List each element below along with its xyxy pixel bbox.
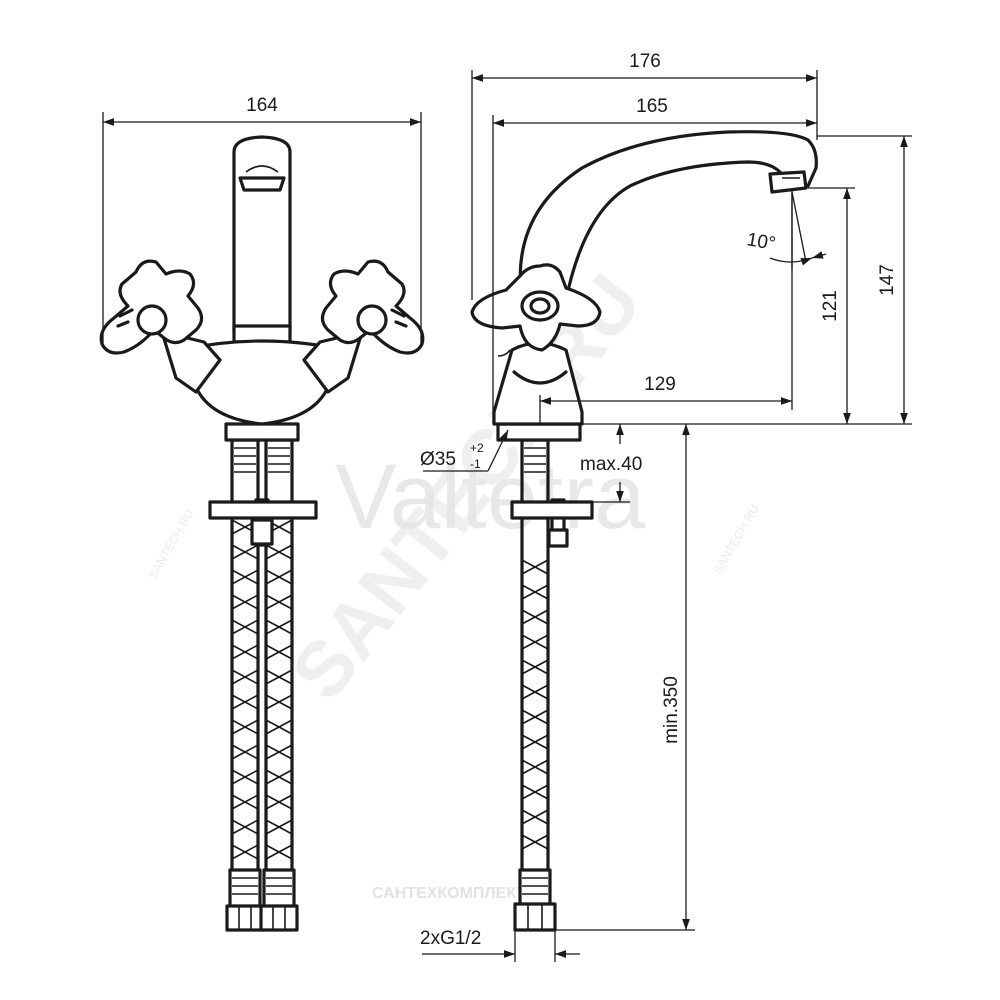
dim-label-165: 165 [636, 96, 668, 117]
dim-hose-length: min.350 [555, 424, 695, 931]
left-edge-watermark: SANTECH.RU [145, 507, 196, 582]
dim-label-164: 164 [246, 95, 278, 116]
side-handle [470, 263, 602, 352]
dim-hole-diameter: Ø35 +2 -1 [420, 429, 509, 472]
right-edge-watermark: SANTECH.RU [710, 502, 761, 577]
front-base-ring [224, 422, 300, 442]
dim-label-min350: min.350 [661, 676, 682, 744]
bottom-watermark: САНТЕХКОМПЛЕКТ [372, 885, 526, 902]
dim-front-width: 164 [102, 95, 422, 345]
dim-angle: 10° [745, 191, 827, 270]
front-right-handle [302, 259, 425, 394]
brand-watermark: Valtetra [335, 446, 646, 548]
dim-side-height-total: 147 [582, 135, 912, 425]
dim-label-121: 121 [820, 290, 841, 322]
front-body [178, 339, 346, 426]
dim-side-total-width: 176 [471, 51, 818, 300]
dim-side-spout-width: 165 [492, 96, 817, 424]
dim-connection: 2xG1/2 [420, 928, 580, 962]
dim-label-angle: 10° [745, 229, 777, 255]
front-mounting-plate [208, 500, 318, 520]
dim-label-tol-minus: -1 [470, 457, 481, 471]
front-hoses [225, 438, 299, 932]
dim-label-129: 129 [644, 374, 676, 395]
dim-label-176: 176 [629, 51, 661, 72]
side-mounting-plate [510, 500, 594, 520]
dim-side-height-spout: 121 [808, 187, 855, 424]
dim-label-diameter: Ø35 [420, 449, 456, 470]
front-spout [232, 135, 292, 344]
front-view: 164 [99, 95, 425, 932]
dim-label-max40: max.40 [580, 454, 642, 475]
side-view: 176 165 147 121 129 [420, 51, 912, 962]
dim-label-tol-plus: +2 [470, 441, 484, 455]
dim-label-connection: 2xG1/2 [420, 928, 481, 949]
front-left-handle [99, 259, 222, 394]
dim-label-147: 147 [877, 264, 898, 296]
dim-counter-thickness: max.40 [580, 424, 642, 503]
side-base-ring [496, 422, 582, 442]
side-spout [518, 130, 818, 302]
